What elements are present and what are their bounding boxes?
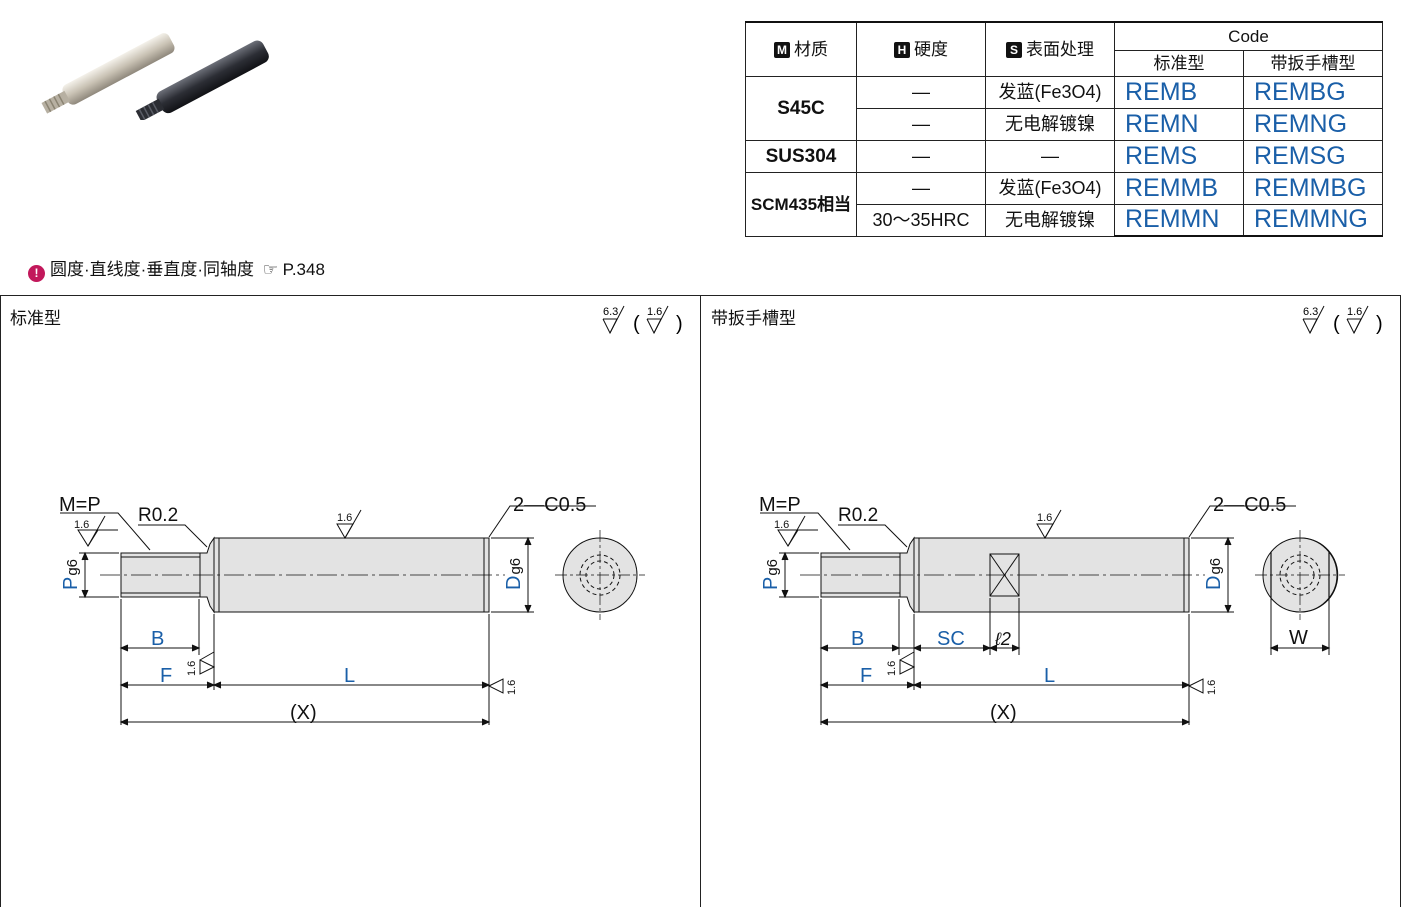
- code-standard: REMN: [1114, 107, 1244, 141]
- svg-text:1.6: 1.6: [1037, 512, 1052, 524]
- wrench-drawing: M=P R0.2 2—C0.5 1.6 1.6 Pg6 Dg6 B SC ℓ2 …: [759, 494, 1345, 726]
- svg-text:F: F: [860, 665, 872, 687]
- standard-drawing: M=P R0.2 2—C0.5 1.6 1.6 Pg6 Dg6 B F L (X…: [59, 494, 645, 726]
- svg-text:W: W: [1289, 627, 1308, 649]
- code-wrench: REMSG: [1243, 139, 1383, 173]
- product-photo: [41, 33, 269, 120]
- surface-cell: —: [985, 139, 1115, 173]
- badge-h: H: [894, 41, 910, 58]
- svg-text:B: B: [151, 628, 164, 650]
- svg-text:): ): [676, 313, 683, 335]
- hardness-cell: —: [856, 107, 986, 141]
- surface-cell: 发蓝(Fe3O4): [985, 75, 1115, 109]
- code-standard: REMS: [1114, 139, 1244, 173]
- note-text: 圆度·直线度·垂直度·同轴度: [50, 260, 254, 279]
- svg-text:Dg6: Dg6: [1203, 558, 1225, 590]
- svg-text:1.6: 1.6: [886, 661, 898, 676]
- material-cell: S45C: [745, 75, 857, 141]
- svg-text:Pg6: Pg6: [60, 559, 82, 590]
- header-standard: 标准型: [1114, 49, 1244, 77]
- svg-text:Dg6: Dg6: [503, 558, 525, 590]
- svg-text:Pg6: Pg6: [760, 559, 782, 590]
- black-pin-image: [135, 40, 269, 120]
- hardness-cell: —: [856, 171, 986, 205]
- svg-text:6.3: 6.3: [603, 306, 618, 318]
- svg-text:ℓ2: ℓ2: [994, 629, 1011, 649]
- code-wrench: REMMNG: [1243, 203, 1383, 237]
- table-row: SUS304 — — REMS REMSG: [745, 139, 1383, 173]
- roughness-symbol-wrench: 6.3 ( 1.6 ): [1302, 305, 1383, 335]
- material-cell: SCM435相当: [745, 171, 857, 237]
- svg-text:F: F: [160, 665, 172, 687]
- svg-text:): ): [1376, 313, 1383, 335]
- hardness-cell: 30～35HRC: [856, 203, 986, 237]
- svg-text:R0.2: R0.2: [838, 505, 878, 526]
- code-standard: REMMB: [1114, 171, 1244, 205]
- left-border: [0, 295, 1, 907]
- code-wrench: REMMBG: [1243, 171, 1383, 205]
- code-wrench: REMBG: [1243, 75, 1383, 109]
- svg-text:(: (: [1333, 313, 1340, 335]
- tolerance-note: ! 圆度·直线度·垂直度·同轴度 ☞ P.348: [28, 255, 325, 282]
- code-wrench: REMNG: [1243, 107, 1383, 141]
- table-row: S45C — 发蓝(Fe3O4) REMB REMBG: [745, 75, 1383, 141]
- svg-text:L: L: [344, 665, 355, 687]
- surface-cell: 无电解镀镍: [985, 203, 1115, 237]
- svg-text:(: (: [633, 313, 640, 335]
- roughness-symbol-standard: 6.3 ( 1.6 ): [602, 305, 683, 335]
- svg-text:(X): (X): [990, 702, 1017, 724]
- hardness-cell: —: [856, 75, 986, 109]
- svg-text:1.6: 1.6: [1347, 306, 1362, 318]
- svg-text:6.3: 6.3: [1303, 306, 1318, 318]
- surface-cell: 无电解镀镍: [985, 107, 1115, 141]
- svg-text:2—C0.5: 2—C0.5: [513, 494, 586, 516]
- code-standard: REMMN: [1114, 203, 1244, 237]
- header-code: Code: [1114, 21, 1383, 51]
- surface-cell: 发蓝(Fe3O4): [985, 171, 1115, 205]
- warning-icon: !: [28, 265, 45, 282]
- svg-text:R0.2: R0.2: [138, 505, 178, 526]
- table-row: SCM435相当 — 发蓝(Fe3O4) REMMB REMMBG: [745, 171, 1383, 237]
- silver-pin-image: [41, 33, 175, 114]
- svg-text:SC: SC: [937, 628, 965, 650]
- badge-s: S: [1006, 41, 1022, 58]
- svg-text:2—C0.5: 2—C0.5: [1213, 494, 1286, 516]
- svg-text:1.6: 1.6: [337, 512, 352, 524]
- standard-title: 标准型: [10, 309, 61, 328]
- svg-text:B: B: [851, 628, 864, 650]
- svg-text:1.6: 1.6: [506, 680, 518, 695]
- svg-text:1.6: 1.6: [774, 519, 789, 531]
- page-reference-link[interactable]: ☞ P.348: [262, 260, 325, 279]
- badge-m: M: [774, 41, 790, 58]
- wrench-title: 带扳手槽型: [711, 309, 796, 328]
- center-divider: [700, 295, 701, 907]
- svg-text:M=P: M=P: [59, 494, 101, 516]
- svg-text:1.6: 1.6: [647, 306, 662, 318]
- svg-text:L: L: [1044, 665, 1055, 687]
- svg-text:M=P: M=P: [759, 494, 801, 516]
- svg-text:1.6: 1.6: [1206, 680, 1218, 695]
- svg-text:(X): (X): [290, 702, 317, 724]
- hardness-cell: —: [856, 139, 986, 173]
- table-row: — 无电解镀镍 REMN REMNG: [746, 107, 1383, 141]
- material-cell: SUS304: [745, 139, 857, 173]
- code-standard: REMB: [1114, 75, 1244, 109]
- svg-text:1.6: 1.6: [186, 661, 198, 676]
- table-row: 30～35HRC 无电解镀镍 REMMN REMMNG: [746, 203, 1383, 237]
- svg-text:1.6: 1.6: [74, 519, 89, 531]
- header-wrench: 带扳手槽型: [1243, 49, 1383, 77]
